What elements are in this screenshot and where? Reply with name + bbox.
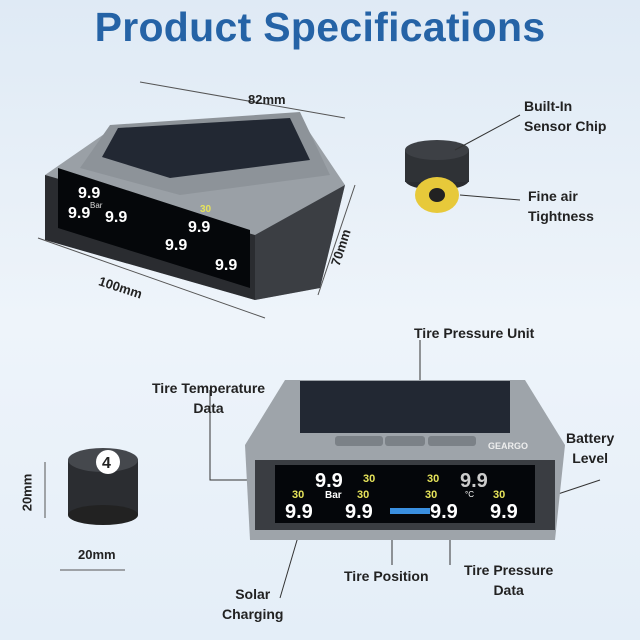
- svg-text:9.9: 9.9: [105, 209, 127, 226]
- sensor-cap-bottom-view: [405, 140, 469, 213]
- label-pressure-unit: Tire Pressure Unit: [414, 325, 535, 341]
- svg-text:4: 4: [102, 455, 111, 472]
- svg-text:9.9: 9.9: [430, 501, 458, 523]
- sensor-height-dimension: 20mm: [19, 473, 35, 512]
- svg-text:30: 30: [425, 489, 437, 501]
- svg-text:30: 30: [363, 473, 375, 485]
- mode-button: [385, 436, 425, 446]
- svg-text:9.9: 9.9: [460, 470, 488, 492]
- svg-text:9.9: 9.9: [315, 470, 343, 492]
- svg-text:30: 30: [493, 489, 505, 501]
- svg-text:30: 30: [357, 489, 369, 501]
- solar-panel: [102, 118, 310, 178]
- svg-text:°C: °C: [465, 490, 474, 499]
- brand-logo: GEARGO: [488, 441, 528, 451]
- dimension-arrows: [37, 81, 356, 571]
- svg-text:9.9: 9.9: [68, 205, 90, 222]
- svg-text:30: 30: [427, 473, 439, 485]
- svg-text:9.9: 9.9: [78, 185, 100, 202]
- svg-text:9.9: 9.9: [215, 257, 237, 274]
- power-button: [335, 436, 383, 446]
- svg-text:Bar: Bar: [90, 201, 103, 210]
- next-button: [428, 436, 476, 446]
- width-dimension: 82mm: [248, 92, 286, 107]
- svg-text:9.9: 9.9: [165, 237, 187, 254]
- svg-text:9.9: 9.9: [490, 501, 518, 523]
- solar-panel: [300, 381, 510, 433]
- page-title: Product Specifications: [94, 4, 546, 50]
- svg-text:Bar: Bar: [325, 490, 342, 501]
- svg-text:30: 30: [292, 489, 304, 501]
- sensor-width-dimension: 20mm: [78, 547, 116, 562]
- svg-text:9.9: 9.9: [345, 501, 373, 523]
- svg-text:9.9: 9.9: [188, 219, 210, 236]
- bottom-display-unit: GEARGO 9.9 9.9 9.9 9.9 9.9 9.9 30 30 30 …: [245, 380, 565, 540]
- screen: [58, 168, 250, 288]
- top-display-unit: 9.9 9.9 9.9 9.9 9.9 9.9 Bar 30: [45, 112, 345, 300]
- label-tire-position: Tire Position: [344, 568, 429, 584]
- sensor-cap: 4: [68, 448, 138, 525]
- svg-text:9.9: 9.9: [285, 501, 313, 523]
- svg-text:30: 30: [200, 204, 212, 215]
